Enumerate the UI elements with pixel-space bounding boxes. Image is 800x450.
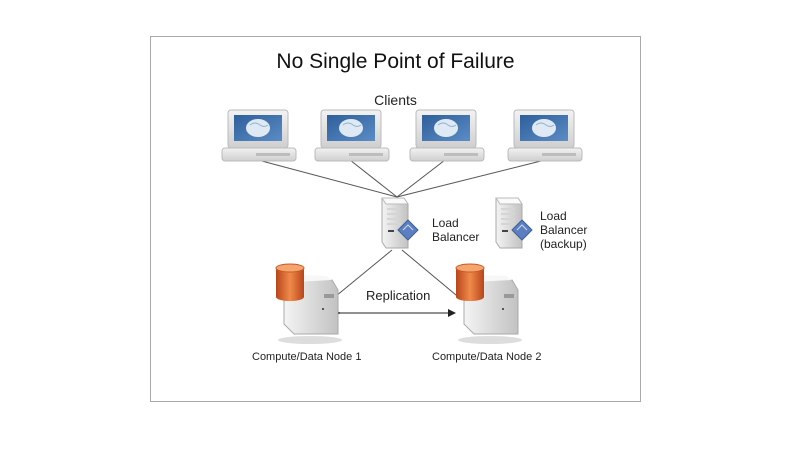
node-1-database-server-icon [275,263,342,344]
load-balancer-label: Load Balancer [432,216,479,244]
lb-label-line1: Load [432,216,459,230]
node-2-database-server-icon [455,263,522,344]
diagram-title: No Single Point of Failure [276,50,515,73]
client-2-laptop-globe-icon [314,109,390,162]
lbb-label-line1: Load [540,209,567,223]
link-client-2-lb [349,159,398,198]
client-1-laptop-globe-icon [221,109,297,162]
lb-label-line2: Balancer [432,230,480,244]
replication-label: Replication [366,288,431,303]
load-balancer-backup-server-icon [495,197,533,249]
link-lb-node-2 [401,249,463,301]
client-3-laptop-globe-icon [409,109,485,162]
load-balancer-server-icon [381,197,419,249]
node-1-label: Compute/Data Node 1 [252,351,362,363]
node-2-label: Compute/Data Node 2 [432,351,542,363]
link-client-3-lb [396,159,446,198]
client-4-laptop-globe-icon [507,109,583,162]
lbb-label-line2: Balancer [540,223,588,237]
lbb-label-line3: (backup) [540,237,587,251]
link-lb-node-1 [335,249,393,297]
link-client-1-lb [257,159,398,198]
link-client-4-lb [396,159,546,198]
load-balancer-backup-label: Load Balancer (backup) [540,209,587,251]
clients-label: Clients [374,92,417,108]
connection-lines [257,159,546,317]
